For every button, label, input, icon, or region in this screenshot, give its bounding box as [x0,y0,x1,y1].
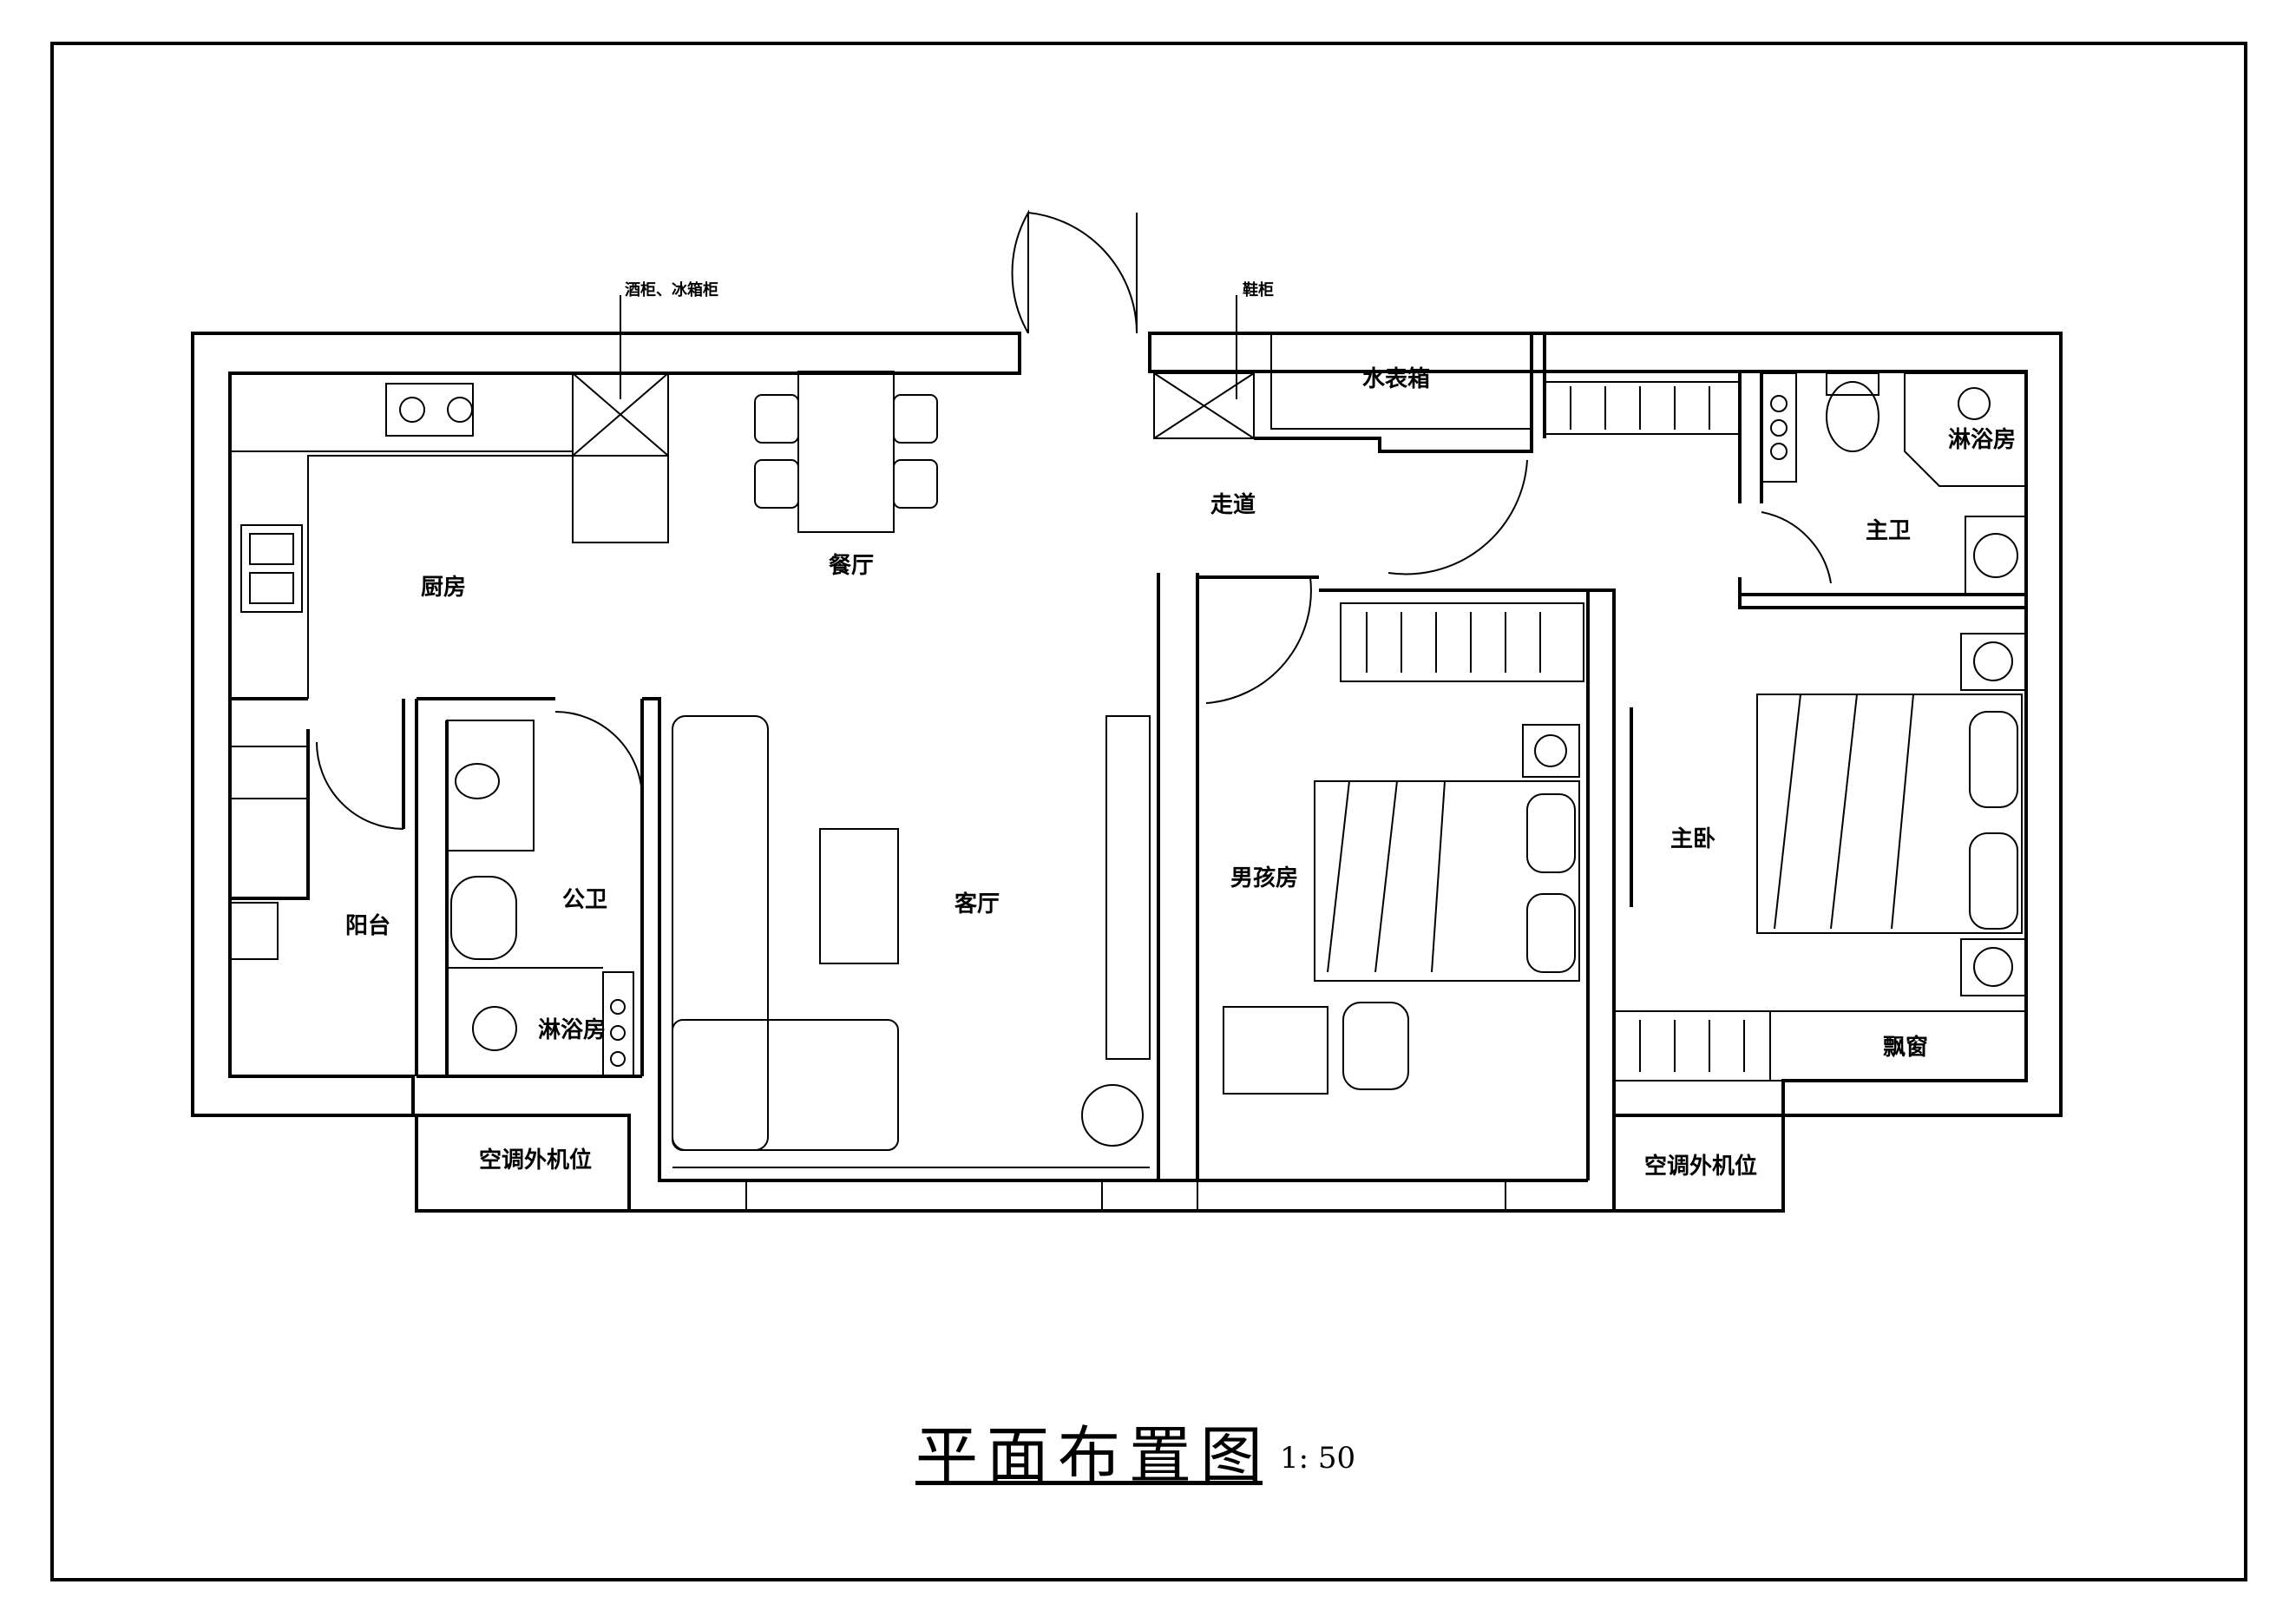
master-bed [1756,633,2027,996]
label-public-bath: 公卫 [562,887,607,913]
interior-walls [1157,333,2026,1182]
label-master-bed: 主卧 [1670,826,1715,852]
drawing-title: 平面布置图 [915,1419,1272,1492]
outer-walls [191,209,2063,1117]
shoe-cabinet: 鞋柜 [1153,280,1274,439]
label-kitchen: 厨房 [421,575,466,601]
water-meter-box [1254,332,1533,453]
drawing-title-block: 平面布置图 1: 50 [915,1404,1436,1492]
label-master-shower: 淋浴房 [1948,427,2016,453]
label-water-meter: 水表箱 [1362,365,1430,392]
label-balcony: 阳台 [345,912,390,939]
drawing-scale: 1: 50 [1280,1441,1356,1476]
master-bath-fixtures [1761,372,2027,595]
label-public-shower: 淋浴房 [538,1017,606,1043]
balcony-public-bath [229,697,644,1078]
label-living: 客厅 [954,891,1000,917]
label-boys-room: 男孩房 [1230,865,1298,891]
label-master-bath: 主卫 [1866,518,1911,544]
living-room [642,697,1158,1182]
label-shoe-cabinet: 鞋柜 [1243,280,1274,299]
label-wine-cabinet: 酒柜、冰箱柜 [625,280,718,299]
title-underline [915,1481,1263,1485]
kitchen-counter [230,383,574,699]
ac-units [415,1114,1785,1213]
label-corridor: 走道 [1210,491,1256,518]
wardrobes [1340,381,2027,1082]
label-ac-right: 空调外机位 [1644,1153,1757,1180]
wine-fridge-cabinet: 酒柜、冰箱柜 [572,280,718,543]
boys-room-bed [1223,724,1580,1095]
label-ac-left: 空调外机位 [479,1147,592,1174]
dining-table [754,371,938,533]
label-bay-window: 飘窗 [1883,1034,1928,1061]
label-dining: 餐厅 [829,553,874,579]
sheet-border [50,42,2247,1581]
